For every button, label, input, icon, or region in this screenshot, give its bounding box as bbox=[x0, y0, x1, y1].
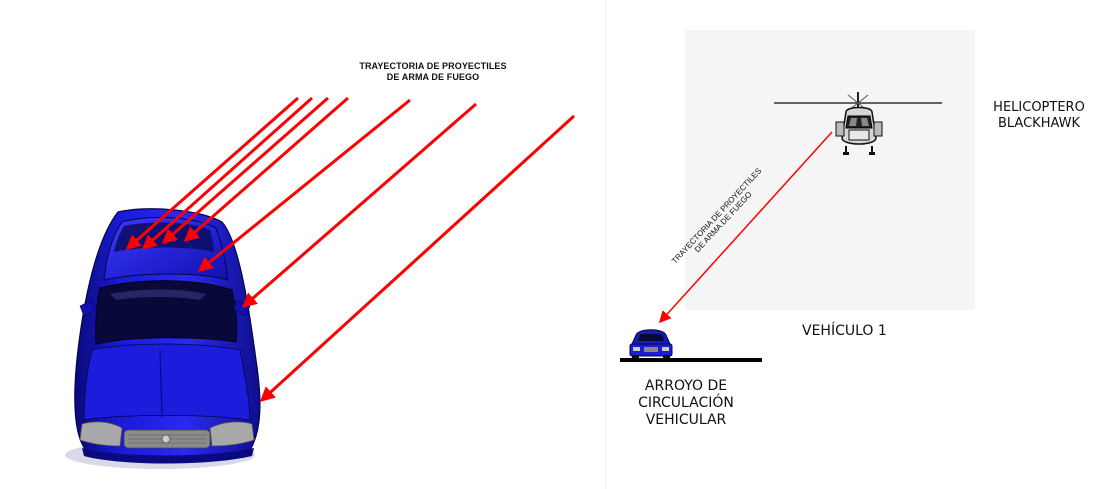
road-label-line1: ARROYO DE bbox=[644, 378, 728, 394]
car-top-view bbox=[65, 208, 261, 469]
left-trajectory-title: TRAYECTORIA DE PROYECTILES DE ARMA DE FU… bbox=[328, 61, 538, 83]
trajectory-arrow bbox=[197, 98, 411, 272]
trajectory-arrow bbox=[241, 102, 477, 308]
panel-divider bbox=[605, 0, 606, 489]
helicopter-label-line2: BLACKHAWK bbox=[997, 116, 1081, 131]
background-photo-area bbox=[685, 30, 975, 310]
helicopter-trajectory-arrow bbox=[658, 131, 833, 324]
road-label: ARROYO DE CIRCULACIÓN VEHICULAR bbox=[626, 378, 746, 429]
trajectory-arrow bbox=[183, 96, 349, 242]
vehicle-1-front-view bbox=[629, 329, 673, 360]
vehicle-label: VEHÍCULO 1 bbox=[802, 323, 887, 339]
left-trajectory-title-line1: TRAYECTORIA DE PROYECTILES bbox=[359, 61, 507, 71]
trajectory-arrows bbox=[125, 96, 576, 403]
trajectory-arrow bbox=[161, 96, 329, 244]
trajectory-arrow bbox=[141, 96, 313, 250]
road-label-line2: CIRCULACIÓN bbox=[638, 395, 734, 411]
helicopter-label-line1: HELICOPTERO bbox=[993, 100, 1085, 115]
helicopter-label: HELICOPTERO BLACKHAWK bbox=[986, 100, 1092, 132]
left-trajectory-title-line2: DE ARMA DE FUEGO bbox=[386, 72, 480, 82]
road-label-line3: VEHICULAR bbox=[645, 412, 727, 428]
helicopter bbox=[774, 92, 942, 155]
trajectory-arrow bbox=[259, 114, 576, 403]
road-line bbox=[620, 358, 762, 362]
trajectory-arrow bbox=[125, 96, 299, 250]
